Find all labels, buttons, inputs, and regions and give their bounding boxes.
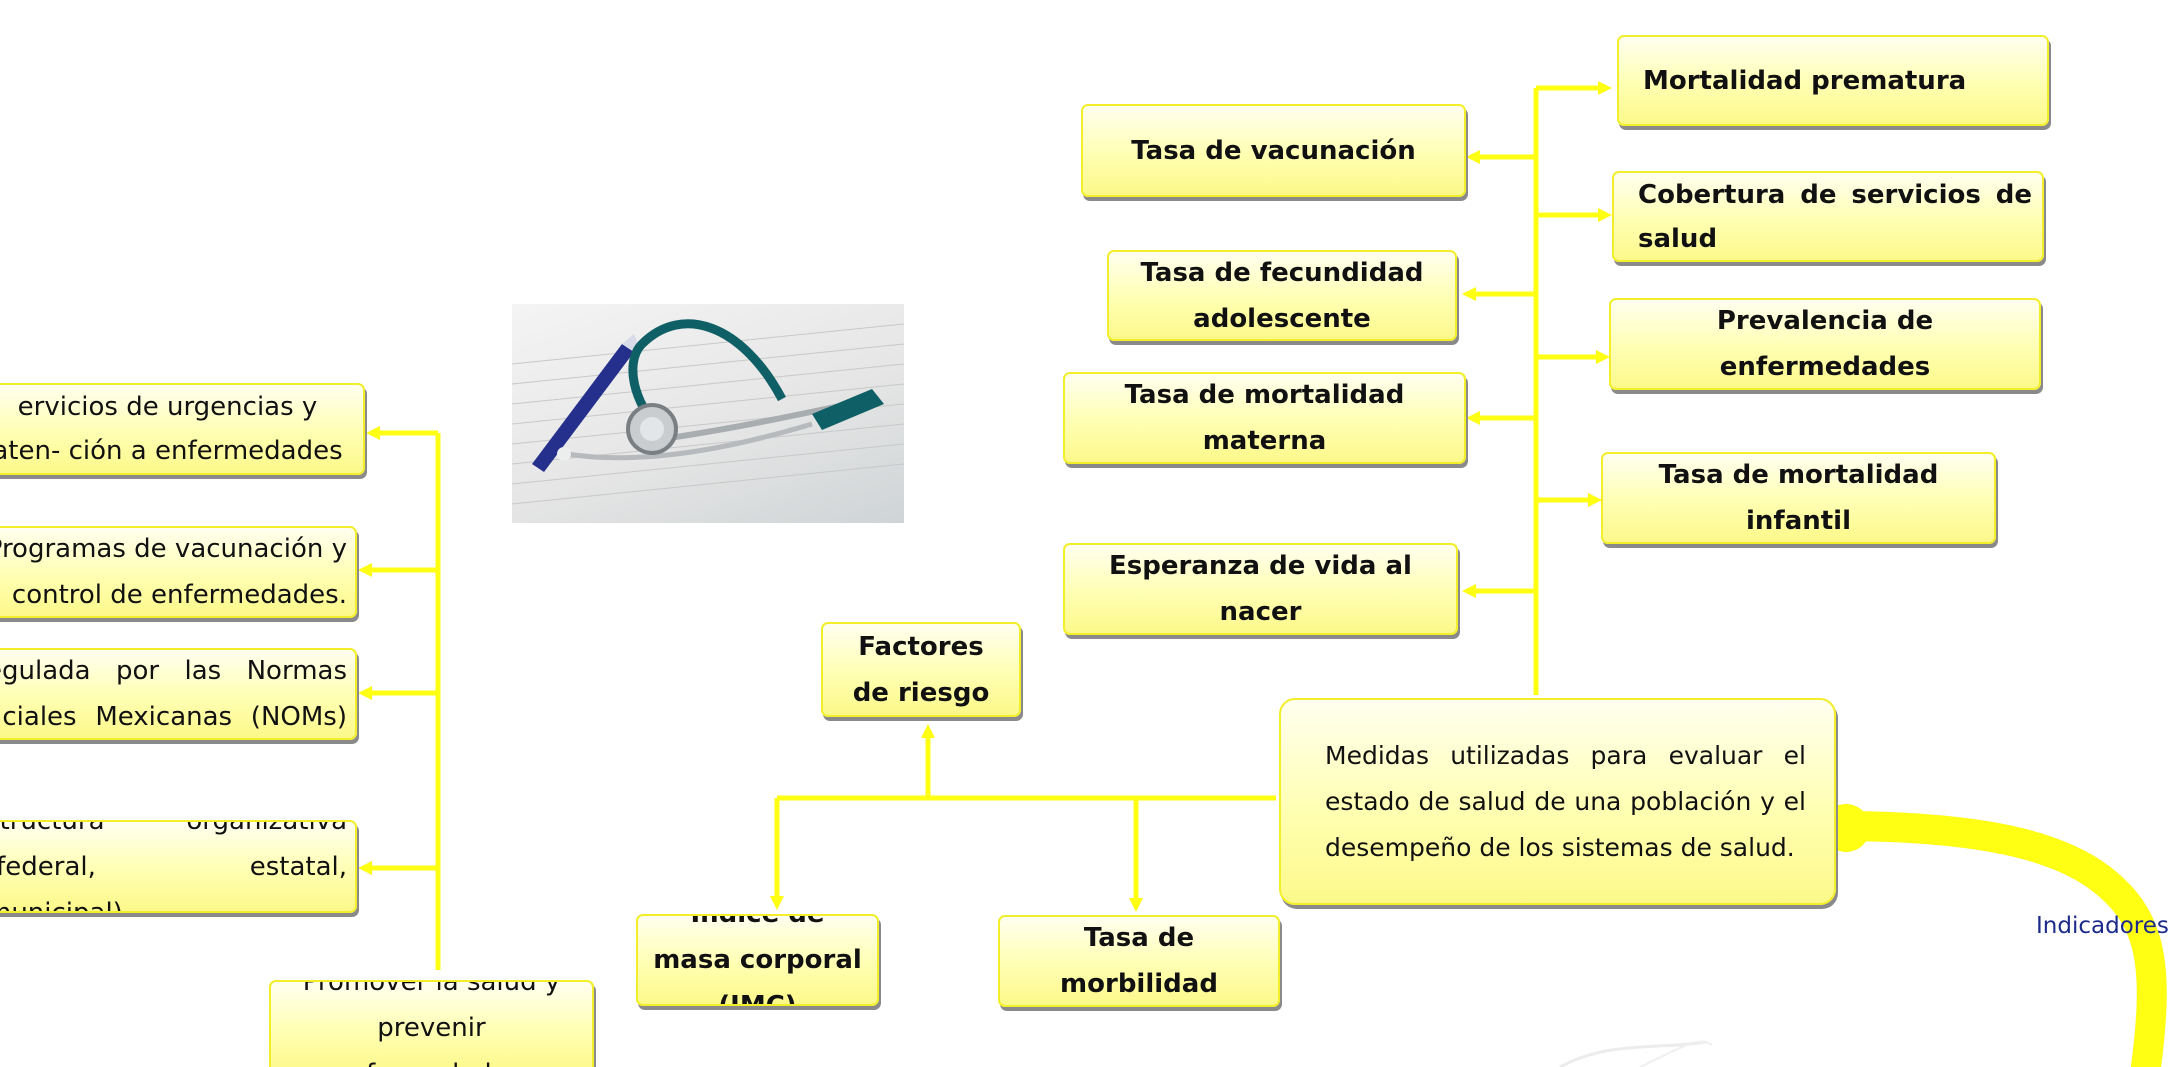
- node-label: Esperanza de vida al nacer: [1109, 551, 1412, 627]
- node-label: egulada por las Normas ficiales Mexicana…: [0, 656, 347, 732]
- node-label: Tasa de mortalidad materna: [1124, 380, 1405, 456]
- node-label: Mortalidad prematura: [1643, 65, 1967, 96]
- node-cobertura-servicios[interactable]: Cobertura de servicios de salud: [1612, 171, 2044, 262]
- node-label: Prevalencia de enfermedades: [1716, 306, 1934, 382]
- node-tasa-vacunacion[interactable]: Tasa de vacunación: [1081, 104, 1466, 197]
- node-label: Tasa de vacunación: [1131, 135, 1416, 166]
- node-label: Tasa de mortalidad infantil: [1658, 460, 1939, 536]
- node-servicios-urgencias[interactable]: ervicios de urgencias y aten- ción a enf…: [0, 383, 365, 475]
- node-label: Tasa de fecundidad adolescente: [1140, 257, 1424, 334]
- node-promover-salud[interactable]: Promover la salud y prevenir enfermedade…: [269, 980, 594, 1067]
- central-node[interactable]: Medidas utilizadas para evaluar el estad…: [1279, 698, 1836, 905]
- node-label: Factores de riesgo: [852, 631, 990, 708]
- node-mortalidad-prematura[interactable]: Mortalidad prematura: [1617, 35, 2049, 126]
- node-programas-vacunacion[interactable]: Programas de vacunación y control de enf…: [0, 526, 357, 618]
- node-tasa-morbilidad[interactable]: Tasa de morbilidad: [998, 915, 1280, 1007]
- stethoscope-photo: [512, 304, 904, 523]
- node-label: structura organizativa (federal, estatal…: [0, 820, 347, 913]
- central-node-text: Medidas utilizadas para evaluar el estad…: [1325, 740, 1806, 862]
- node-label: Tasa de morbilidad: [1060, 923, 1218, 999]
- node-estructura-organizativa[interactable]: structura organizativa (federal, estatal…: [0, 820, 357, 913]
- node-esperanza-vida[interactable]: Esperanza de vida al nacer: [1063, 543, 1458, 635]
- topic-label-indicadores[interactable]: Indicadores: [2036, 913, 2169, 939]
- node-label: Índice de masa corporal (IMC): [653, 914, 862, 1006]
- node-mortalidad-infantil[interactable]: Tasa de mortalidad infantil: [1601, 452, 1996, 544]
- stethoscope-illustration: [512, 319, 904, 505]
- node-normas-oficiales[interactable]: egulada por las Normas ficiales Mexicana…: [0, 648, 357, 740]
- node-factores-riesgo[interactable]: Factores de riesgo: [821, 622, 1021, 717]
- node-prevalencia-enfermedades[interactable]: Prevalencia de enfermedades: [1609, 298, 2041, 390]
- node-fecundidad-adolescente[interactable]: Tasa de fecundidad adolescente: [1107, 250, 1457, 341]
- node-label: Promover la salud y prevenir enfermedade…: [302, 980, 561, 1067]
- node-indice-masa-corporal[interactable]: Índice de masa corporal (IMC): [636, 914, 879, 1006]
- node-label: Programas de vacunación y control de enf…: [0, 534, 347, 610]
- node-label: ervicios de urgencias y aten- ción a enf…: [0, 392, 343, 466]
- node-mortalidad-materna[interactable]: Tasa de mortalidad materna: [1063, 372, 1466, 464]
- node-label: Cobertura de servicios de salud: [1638, 179, 2032, 254]
